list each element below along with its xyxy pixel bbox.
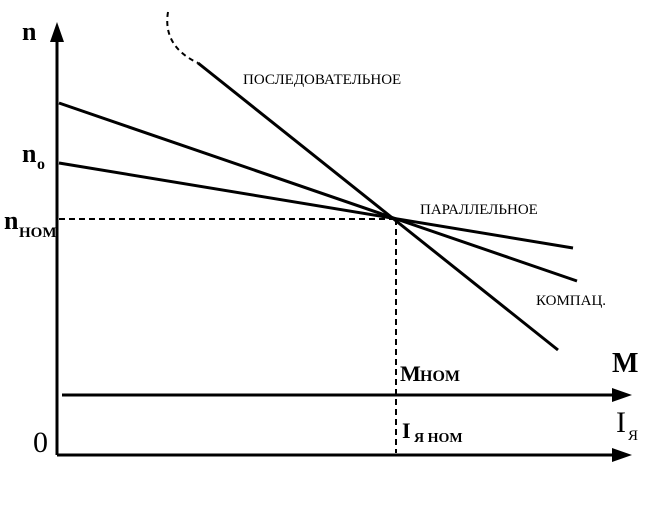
n-axis	[50, 22, 64, 455]
svg-text:I: I	[402, 418, 411, 443]
ianom-tick-label: I Я НОМ	[402, 418, 463, 446]
origin-label: 0	[33, 426, 48, 459]
current-axis-label: I Я	[616, 406, 638, 444]
current-axis	[57, 448, 632, 462]
parallel-curve	[58, 161, 574, 250]
torque-axis-label: M	[612, 348, 638, 379]
parallel-curve-label: ПАРАЛЛЕЛЬНОЕ	[420, 202, 538, 218]
series-curve-label: ПОСЛЕДОВАТЕЛЬНОЕ	[243, 72, 401, 88]
svg-text:Я НОМ: Я НОМ	[414, 431, 463, 446]
svg-text:o: o	[37, 156, 45, 173]
svg-text:n: n	[4, 206, 19, 235]
svg-text:I: I	[616, 406, 626, 439]
compound-curve	[58, 101, 578, 283]
n-axis-label: n	[22, 17, 37, 46]
series-curve-dashed-end	[166, 11, 199, 64]
mnom-tick-label: M НОМ	[400, 361, 460, 386]
svg-text:M: M	[400, 361, 421, 386]
svg-text:НОМ: НОМ	[420, 368, 460, 385]
svg-text:НОМ: НОМ	[19, 225, 57, 241]
n0-tick-label: n o	[22, 139, 45, 173]
compound-curve-label: КОМПАЦ.	[536, 293, 606, 309]
torque-axis	[62, 388, 632, 402]
svg-text:Я: Я	[628, 428, 638, 444]
svg-text:n: n	[22, 139, 37, 168]
series-curve	[197, 61, 559, 352]
nnom-tick-label: n НОМ	[4, 206, 57, 241]
